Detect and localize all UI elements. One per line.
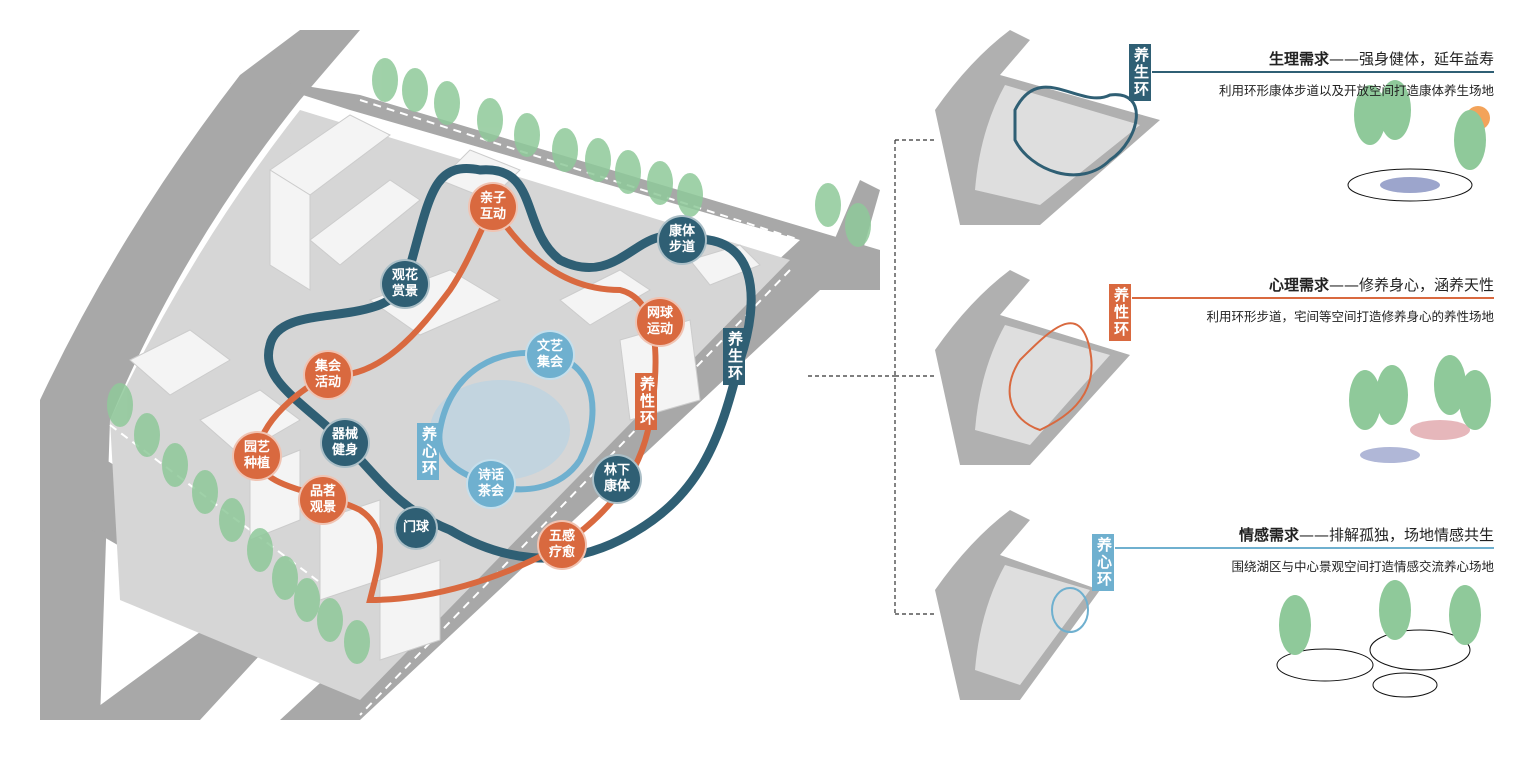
trees xyxy=(107,58,871,664)
title-bold: 生理需求 xyxy=(1268,50,1329,68)
panel-subtitle: 围绕湖区与中心景观空间打造情感交流养心场地 xyxy=(1231,559,1494,574)
road xyxy=(40,30,360,720)
node-tea-viewing: 品茗观景 xyxy=(298,475,348,525)
node-forest-fitness: 林下康体 xyxy=(592,454,642,504)
node-flower-viewing: 观花赏景 xyxy=(380,259,430,309)
node-fitness-path: 康体步道 xyxy=(657,215,707,265)
connector-lines xyxy=(808,139,935,615)
panel-tag-yangxing: 养性环 xyxy=(1109,284,1131,341)
divider xyxy=(1115,547,1494,549)
mini-map-yangxin xyxy=(935,510,1100,700)
node-tennis: 网球运动 xyxy=(635,297,685,347)
panel-title-physiological: 生理需求——强身健体，延年益寿 xyxy=(1269,48,1494,69)
panel-tag-yangsheng: 养生环 xyxy=(1129,44,1151,101)
divider xyxy=(1152,71,1494,73)
title-rest: ——排解孤独，场地情感共生 xyxy=(1298,526,1494,544)
node-equipment-fitness: 器械健身 xyxy=(320,418,370,468)
divider xyxy=(1132,297,1494,299)
node-arts-gathering: 文艺集会 xyxy=(525,330,575,380)
mini-maps xyxy=(935,30,1160,700)
panel-subtitle: 利用环形步道，宅间等空间打造修养身心的养性场地 xyxy=(1206,309,1494,324)
node-poetry-tea: 诗话茶会 xyxy=(466,459,516,509)
node-parent-child: 亲子互动 xyxy=(468,182,518,232)
node-gathering: 集会活动 xyxy=(303,350,353,400)
title-rest: ——修养身心，涵养天性 xyxy=(1328,276,1494,294)
yangxing-loop xyxy=(253,201,659,604)
title-bold: 情感需求 xyxy=(1238,526,1299,544)
lake xyxy=(430,380,570,480)
mini-map-yangxing xyxy=(935,270,1130,465)
node-five-senses: 五感疗愈 xyxy=(537,520,587,570)
node-gateball: 门球 xyxy=(394,506,438,550)
title-bold: 心理需求 xyxy=(1268,276,1329,294)
activity-vignettes xyxy=(1276,80,1491,698)
panel-tag-yangxin: 养心环 xyxy=(1092,534,1114,591)
ring-label-yangxin: 养心环 xyxy=(417,423,439,480)
node-gardening: 园艺种植 xyxy=(232,431,282,481)
title-rest: ——强身健体，延年益寿 xyxy=(1328,50,1494,68)
panel-title-psychological: 心理需求——修养身心，涵养天性 xyxy=(1269,274,1494,295)
ring-label-yangsheng: 养生环 xyxy=(723,328,745,385)
ring-label-yangxing: 养性环 xyxy=(635,373,657,430)
mini-map-yangsheng xyxy=(935,30,1160,225)
panel-subtitle: 利用环形康体步道以及开放空间打造康体养生场地 xyxy=(1218,83,1494,98)
panel-title-emotional: 情感需求——排解孤独，场地情感共生 xyxy=(1239,524,1494,545)
